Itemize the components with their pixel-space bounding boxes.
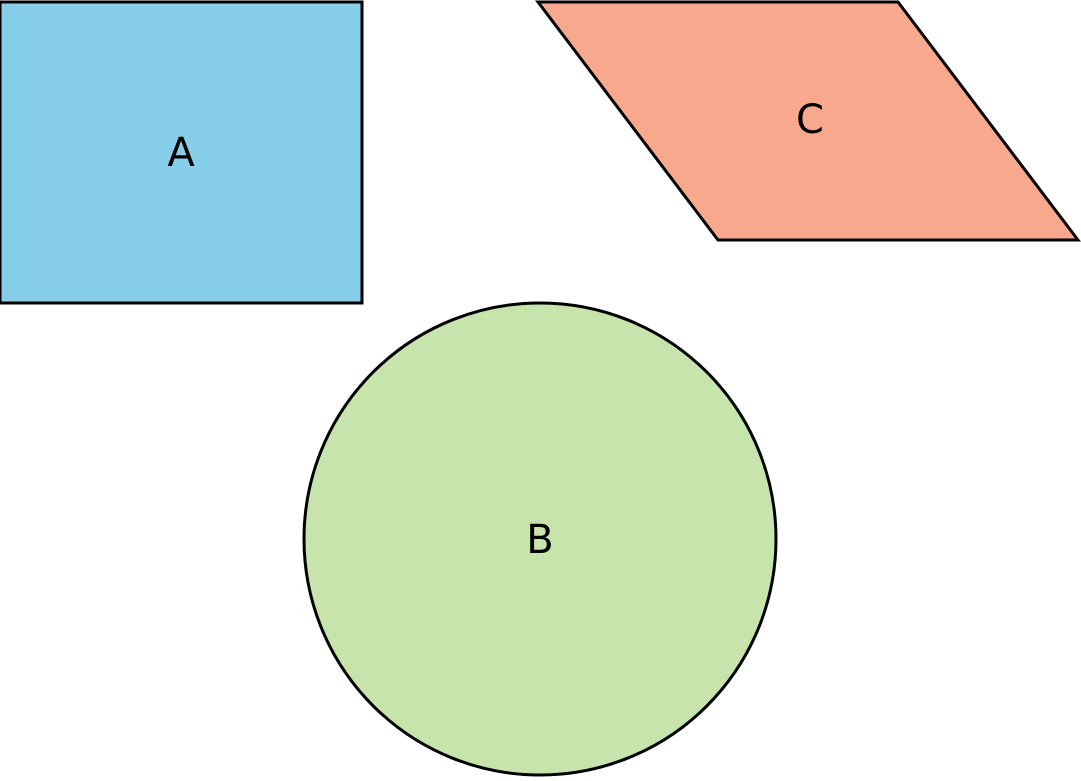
shape-label-a: A: [167, 130, 195, 176]
shape-a-group[interactable]: A: [0, 0, 364, 305]
rectangle-shape-a[interactable]: [0, 0, 364, 305]
shape-label-c: C: [796, 97, 824, 143]
circle-shape-b[interactable]: [302, 301, 778, 777]
parallelogram-shape-c[interactable]: [534, 0, 1081, 242]
shape-b-group[interactable]: B: [302, 301, 778, 777]
shape-label-b: B: [526, 517, 553, 563]
shape-c-group[interactable]: C: [534, 0, 1081, 242]
